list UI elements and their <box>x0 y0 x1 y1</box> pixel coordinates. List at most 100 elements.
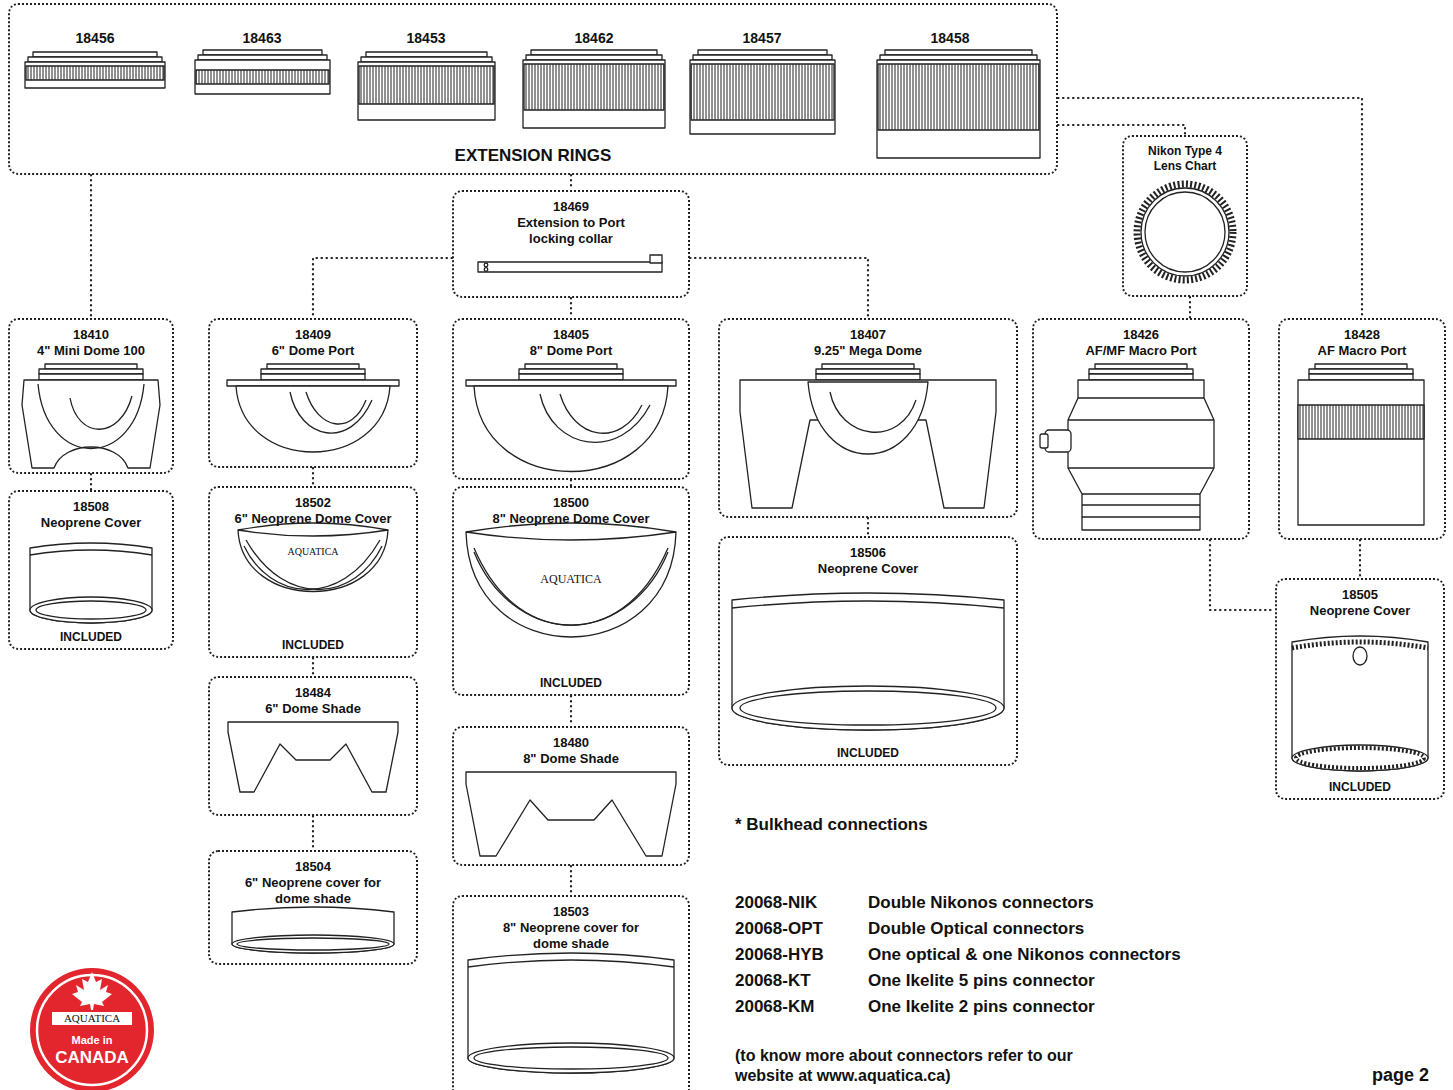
extension-ring <box>358 52 495 120</box>
connector-line <box>312 658 314 676</box>
extension-ring <box>198 55 327 60</box>
part-number: 18480 <box>553 735 589 751</box>
port-box: 18506Neoprene CoverINCLUDED <box>718 536 1018 766</box>
extension-ring <box>359 66 494 104</box>
mini-dome <box>70 396 132 429</box>
part-name: 6" Neoprene Dome Cover <box>234 511 391 527</box>
macro-port <box>1298 405 1424 439</box>
group-box: EXTENSION RINGS <box>8 3 1058 175</box>
part-number: 18502 <box>295 495 331 511</box>
box-heading: 185026" Neoprene Dome Cover <box>210 488 416 527</box>
box-heading: 18505Neoprene Cover <box>1277 580 1443 619</box>
extension-ring <box>523 50 665 128</box>
neoprene-cover <box>30 543 152 623</box>
part-number: 18428 <box>1344 327 1380 343</box>
neoprene-cover <box>740 691 996 725</box>
extension-ring <box>877 60 1040 158</box>
part-number: 18405 <box>553 327 589 343</box>
lens-gear <box>1141 188 1229 276</box>
box-footer: INCLUDED <box>1277 779 1443 795</box>
mini-dome <box>22 364 160 468</box>
neoprene-cover <box>468 960 674 967</box>
included-note: INCLUDED <box>1329 779 1391 795</box>
part-number: 18500 <box>553 495 589 511</box>
part-number: 18426 <box>1123 327 1159 343</box>
macro-port <box>1068 398 1214 517</box>
extension-ring <box>878 64 1039 130</box>
part-number: 18457 <box>722 30 802 47</box>
part-name: 8" Dome Port <box>530 343 613 359</box>
extension-ring <box>531 50 657 55</box>
included-note: INCLUDED <box>60 629 122 645</box>
connector-line <box>1210 540 1275 610</box>
part-name: AF Macro Port <box>1318 343 1407 359</box>
mega-dome <box>740 380 996 508</box>
badge-text: Made in <box>52 1034 132 1047</box>
box-heading: 18506Neoprene Cover <box>720 538 1016 577</box>
box-heading: 184058" Dome Port <box>454 320 688 359</box>
part-number: 18463 <box>222 30 302 47</box>
part-number: 18462 <box>554 30 634 47</box>
neoprene-cover <box>468 1043 674 1073</box>
extension-ring <box>690 60 835 134</box>
dome-port <box>540 394 650 442</box>
dome-port <box>227 380 399 386</box>
part-description: One Ikelite 5 pins connector <box>868 971 1338 991</box>
box-heading: 184104" Mini Dome 100 <box>10 320 172 359</box>
dome-cover <box>474 548 668 625</box>
dome-port <box>474 386 668 472</box>
box-heading: 184079.25" Mega Dome <box>720 320 1016 359</box>
dome-port <box>227 364 399 452</box>
made-in-canada-badge <box>30 968 154 1090</box>
neoprene-cover <box>468 953 674 1073</box>
box-footer: EXTENSION RINGS <box>10 145 1056 166</box>
part-number: 18508 <box>73 499 109 515</box>
part-code: 20068-OPT <box>735 919 865 939</box>
extension-ring <box>526 55 662 60</box>
box-footer: INCLUDED <box>720 745 1016 761</box>
part-number: 18409 <box>295 327 331 343</box>
part-name: 9.25" Mega Dome <box>814 343 922 359</box>
mega-dome <box>740 364 996 508</box>
box-heading: 185038" Neoprene cover for dome shade <box>454 897 688 952</box>
port-box: Nikon Type 4 Lens Chart <box>1122 135 1248 297</box>
locking-collar <box>484 268 488 272</box>
macro-port <box>1298 380 1424 525</box>
part-code: 20068-NIK <box>735 893 865 913</box>
mini-dome <box>39 364 143 380</box>
box-heading: 185046" Neoprene cover for dome shade <box>210 852 416 907</box>
neoprene-cover <box>232 907 394 953</box>
mega-dome <box>808 382 928 454</box>
dome-cover <box>246 540 382 590</box>
box-heading: 18426AF/MF Macro Port <box>1034 320 1248 359</box>
part-name: Neoprene Cover <box>1310 603 1410 619</box>
neoprene-cover <box>36 601 146 619</box>
port-box: 185038" Neoprene cover for dome shade <box>452 895 690 1090</box>
macro-port <box>1298 364 1424 525</box>
part-number: 18484 <box>295 685 331 701</box>
port-box: 18426AF/MF Macro Port <box>1032 318 1250 540</box>
extension-ring <box>880 55 1037 60</box>
extension-ring <box>690 50 835 134</box>
port-box: 185026" Neoprene Dome CoverINCLUDED <box>208 486 418 658</box>
dome-cover <box>238 530 388 536</box>
port-box: 184058" Dome Port <box>452 318 690 480</box>
dome-port <box>236 386 390 452</box>
neoprene-cover <box>1296 748 1424 768</box>
box-heading <box>10 5 1056 12</box>
dome-shade <box>466 772 676 856</box>
connector-line <box>90 175 92 318</box>
extension-ring <box>877 50 1040 158</box>
extension-ring <box>25 62 165 88</box>
dome-shade <box>466 772 676 856</box>
macro-port <box>1040 434 1048 448</box>
part-name: 8" Dome Shade <box>523 751 619 767</box>
part-code: 20068-KT <box>735 971 865 991</box>
connector-line <box>90 474 92 490</box>
box-footer: INCLUDED <box>210 637 416 653</box>
extension-ring <box>28 57 162 62</box>
extension-ring <box>523 60 665 128</box>
macro-port <box>1045 430 1071 452</box>
included-note: INCLUDED <box>837 745 899 761</box>
